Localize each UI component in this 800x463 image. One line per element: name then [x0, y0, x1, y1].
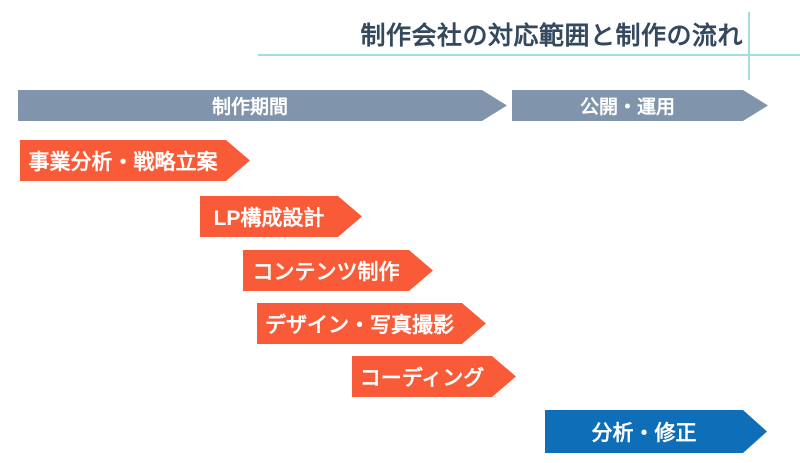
step-label: コーディング: [359, 366, 485, 390]
step-label: デザイン・写真撮影: [265, 313, 454, 337]
phase-arrow-publish-operate: 公開・運用: [512, 90, 768, 121]
step-arrow-design-photography: デザイン・写真撮影: [257, 303, 486, 344]
phase-arrow-production-period: 制作期間: [18, 90, 507, 121]
title-underline: [258, 54, 800, 56]
step-label: 事業分析・戦略立案: [28, 150, 218, 174]
step-label: コンテンツ制作: [252, 260, 400, 284]
step-label: LP構成設計: [213, 206, 325, 230]
step-label: 分析・修正: [591, 421, 697, 445]
step-arrow-coding: コーディング: [352, 356, 516, 397]
step-arrow-business-analysis: 事業分析・戦略立案: [20, 140, 250, 181]
step-arrow-content-production: コンテンツ制作: [243, 250, 433, 291]
step-arrow-analysis-revision: 分析・修正: [545, 410, 767, 453]
phase-label: 制作期間: [211, 97, 288, 118]
step-arrow-lp-structure-design: LP構成設計: [200, 196, 362, 237]
title-vertical-rule: [748, 12, 750, 80]
phase-label: 公開・運用: [579, 97, 675, 118]
page-title: 制作会社の対応範囲と制作の流れ: [360, 22, 743, 50]
